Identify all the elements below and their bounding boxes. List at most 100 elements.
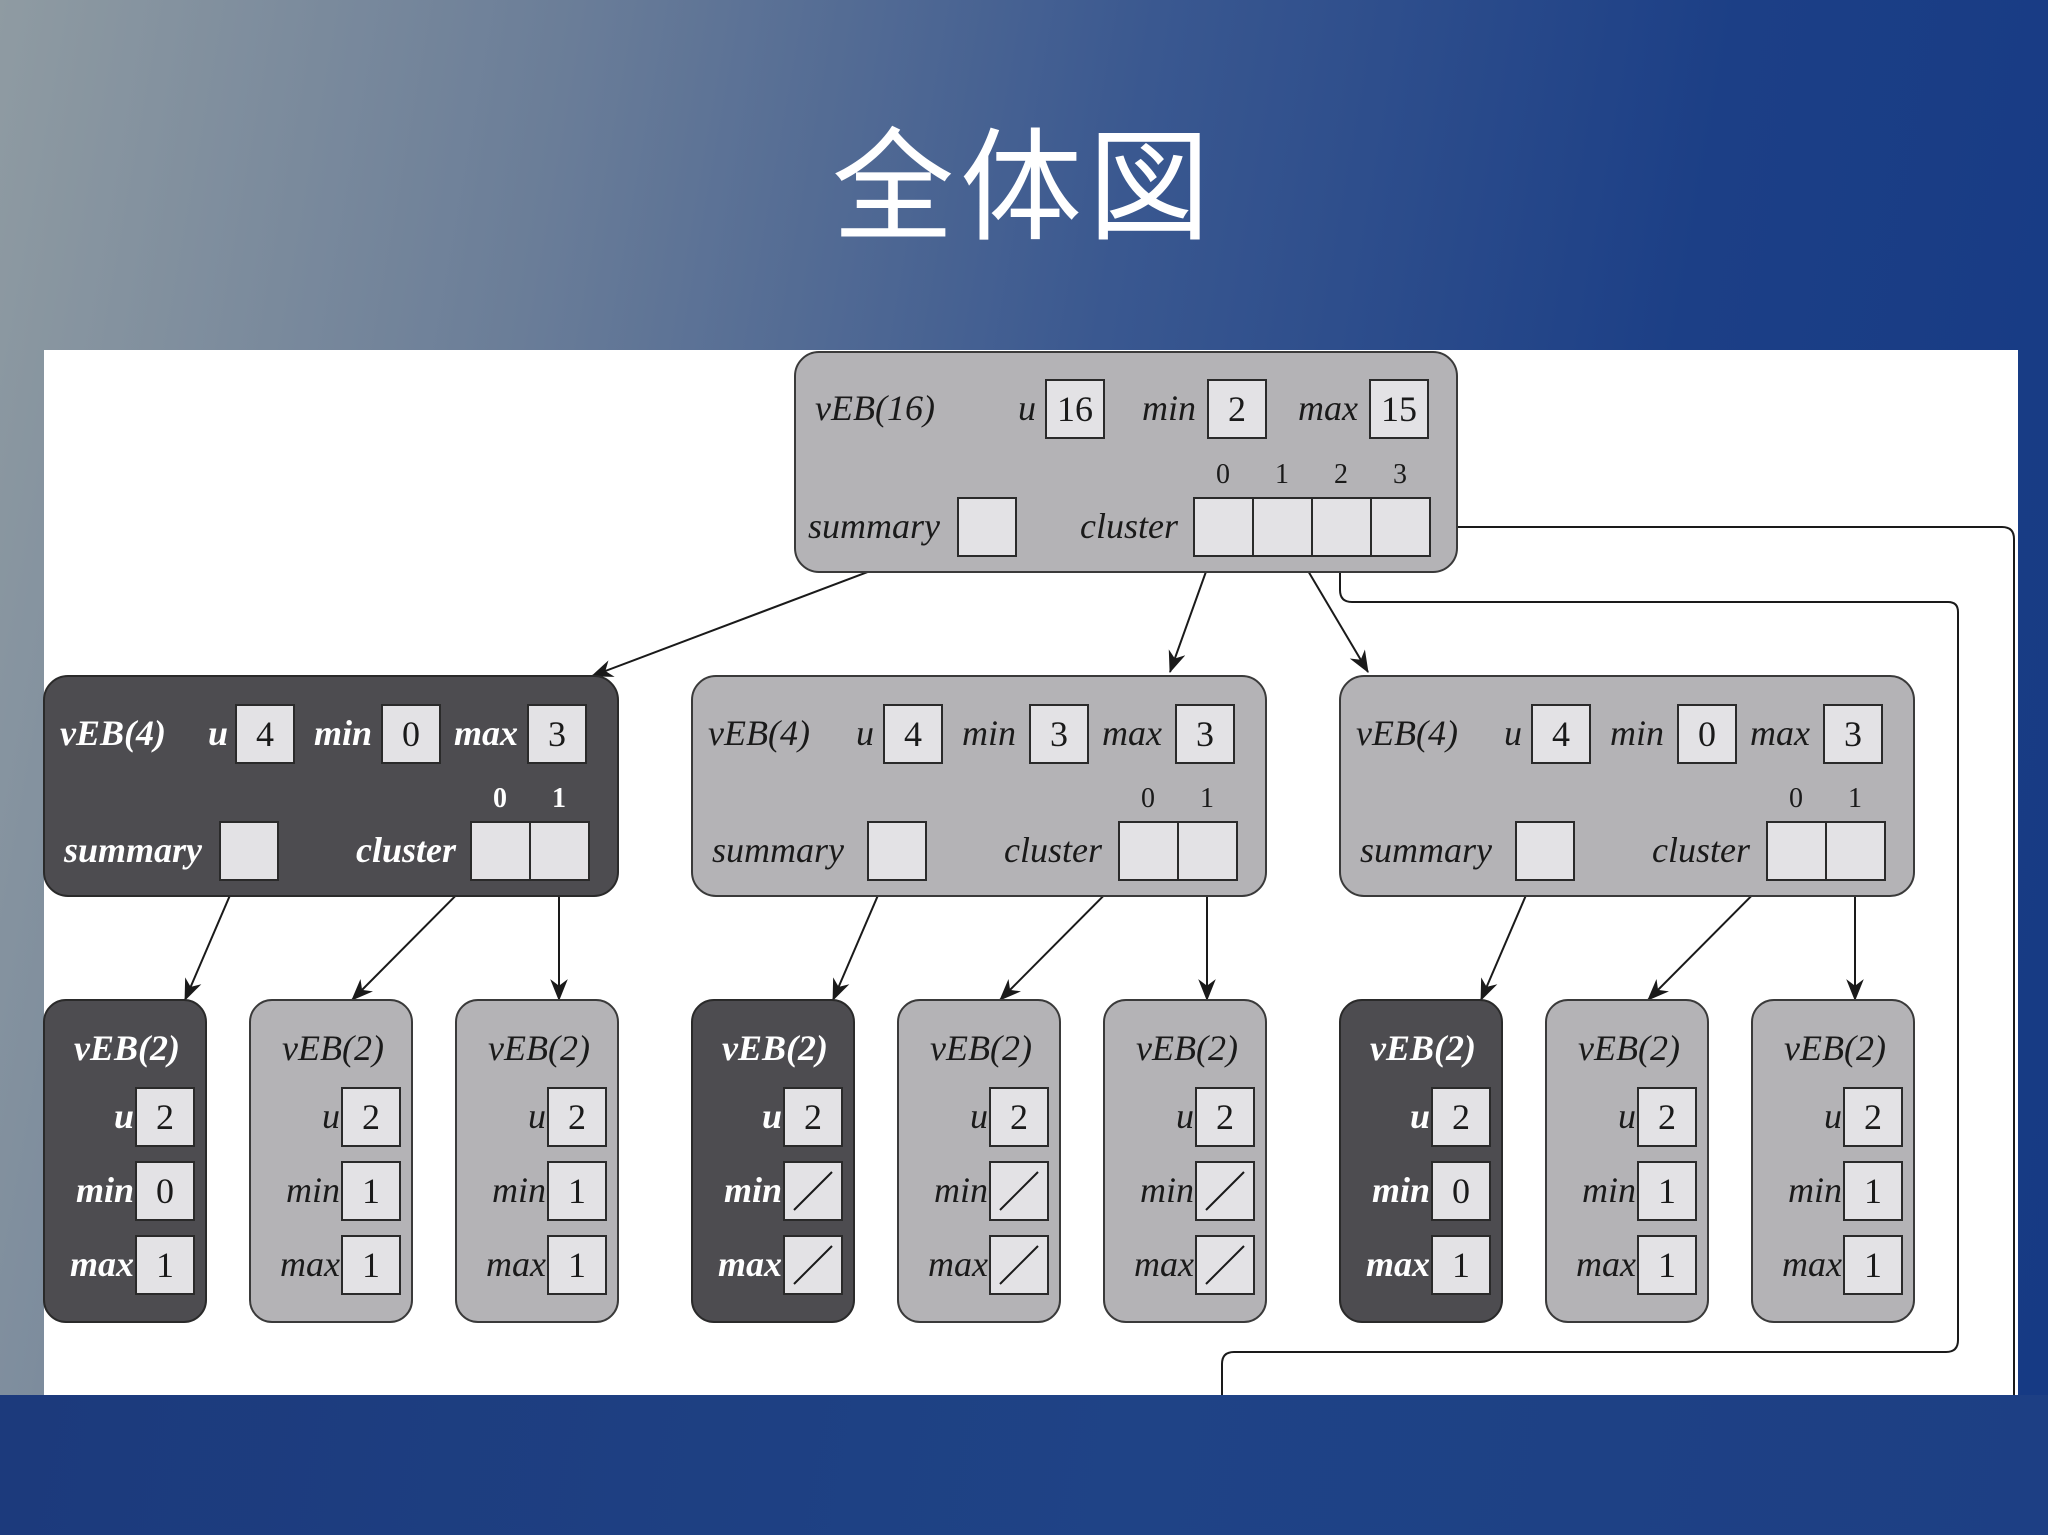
leaf-node-min-field-value: 1 bbox=[1658, 1171, 1676, 1211]
leaf-node-u-field-box bbox=[1637, 1087, 1697, 1147]
leaf-node-u-label: u bbox=[1176, 1096, 1194, 1136]
leaf-node-u-field-box bbox=[1431, 1087, 1491, 1147]
mid-node-summary-field-box bbox=[219, 821, 279, 881]
leaf-node-u-field: 2 bbox=[1637, 1087, 1697, 1147]
root-name: vEB(16) bbox=[815, 388, 935, 428]
leaf-node-min-label: min bbox=[1140, 1170, 1194, 1210]
leaf-node-min-field bbox=[783, 1161, 843, 1221]
root-max-field: 15 bbox=[1369, 379, 1429, 439]
leaf-node-u-field: 2 bbox=[547, 1087, 607, 1147]
leaf-node-min-field-box bbox=[1843, 1161, 1903, 1221]
leaf-node-u-field: 2 bbox=[989, 1087, 1049, 1147]
mid-node-cluster-slot-1-box bbox=[1177, 821, 1238, 881]
leaf-node-name: vEB(2) bbox=[1370, 1028, 1476, 1068]
leaf-node-max-field bbox=[1195, 1235, 1255, 1295]
mid-node-max-label: max bbox=[454, 713, 518, 753]
root-cluster-slot-0 bbox=[1193, 497, 1254, 557]
mid-node-max-label: max bbox=[1750, 713, 1810, 753]
root-min-field: 2 bbox=[1207, 379, 1267, 439]
leaf-node-max-label: max bbox=[928, 1244, 988, 1284]
mid-node-min-field-value: 0 bbox=[402, 714, 420, 754]
mid-node-cluster-label: cluster bbox=[1004, 830, 1103, 870]
leaf-node-name: vEB(2) bbox=[1578, 1028, 1680, 1068]
leaf-node-min-label: min bbox=[76, 1170, 134, 1210]
leaf-node-min-field: 1 bbox=[547, 1161, 607, 1221]
leaf-node-min-field-value: 0 bbox=[156, 1171, 174, 1211]
mid-node-cluster-slot-0-box bbox=[1766, 821, 1827, 881]
mid-node-cluster-slot-1 bbox=[1177, 821, 1238, 881]
mid-node-cluster-slot-0-box bbox=[1118, 821, 1179, 881]
leaf-node-u-label: u bbox=[322, 1096, 340, 1136]
leaf-node-u-field: 2 bbox=[341, 1087, 401, 1147]
leaf-node-u-field: 2 bbox=[1195, 1087, 1255, 1147]
mid-node-summary-field bbox=[1515, 821, 1575, 881]
leaf-node-max-label: max bbox=[1782, 1244, 1842, 1284]
leaf-node-max-label: max bbox=[280, 1244, 340, 1284]
leaf-node-min-field-nil-slash bbox=[793, 1171, 833, 1211]
mid-node-name: vEB(4) bbox=[1356, 713, 1458, 753]
leaf-node-u-field-box bbox=[135, 1087, 195, 1147]
leaf-node-min-field-value: 1 bbox=[568, 1171, 586, 1211]
leaf-node-u-field: 2 bbox=[135, 1087, 195, 1147]
leaf-node-max-label: max bbox=[1366, 1244, 1430, 1284]
leaf-node-max-field bbox=[783, 1235, 843, 1295]
root-cluster-slot-1-box bbox=[1252, 497, 1313, 557]
mid-node-u-field-value: 4 bbox=[1552, 714, 1570, 754]
leaf-node-u-field-value: 2 bbox=[1216, 1097, 1234, 1137]
leaf-node-max-label: max bbox=[486, 1244, 546, 1284]
leaf-node-min-field: 1 bbox=[341, 1161, 401, 1221]
leaf-node-min-field-nil-slash bbox=[999, 1171, 1039, 1211]
mid-node-min-field-box bbox=[1029, 704, 1089, 764]
leaf-node-min-field: 0 bbox=[135, 1161, 195, 1221]
leaf-node-min-label: min bbox=[286, 1170, 340, 1210]
leaf-node-u-field-value: 2 bbox=[804, 1097, 822, 1137]
leaf-node-u-field: 2 bbox=[783, 1087, 843, 1147]
leaf-node-min-field-nil-slash bbox=[1205, 1171, 1245, 1211]
root-cluster-slot-3 bbox=[1370, 497, 1431, 557]
leaf-node-u-label: u bbox=[1824, 1096, 1842, 1136]
root-cluster-index-2: 2 bbox=[1334, 459, 1348, 490]
leaf-node-u-field: 2 bbox=[1843, 1087, 1903, 1147]
mid-node-cluster-slot-1-box bbox=[529, 821, 590, 881]
mid-node-min-field-value: 3 bbox=[1050, 714, 1068, 754]
leaf-node-u-field-value: 2 bbox=[362, 1097, 380, 1137]
leaf-node-max-field bbox=[989, 1235, 1049, 1295]
leaf-node-u-field-box bbox=[341, 1087, 401, 1147]
leaf-node-max-field: 1 bbox=[547, 1235, 607, 1295]
leaf-node-u-field-value: 2 bbox=[1864, 1097, 1882, 1137]
mid-node-cluster-index-0: 0 bbox=[1789, 783, 1803, 814]
mid-node-min-label: min bbox=[1610, 713, 1664, 753]
mid-node-cluster-slot-0 bbox=[1118, 821, 1179, 881]
leaf-node-min-field-box bbox=[341, 1161, 401, 1221]
root-cluster-slot-1 bbox=[1252, 497, 1313, 557]
leaf-node-max-field-box bbox=[1195, 1235, 1255, 1295]
mid-node-cluster-index-1: 1 bbox=[552, 783, 566, 814]
leaf-node-min-field: 1 bbox=[1843, 1161, 1903, 1221]
mid-node-min-field-box bbox=[1677, 704, 1737, 764]
leaf-node-name: vEB(2) bbox=[282, 1028, 384, 1068]
root-summary-field-box bbox=[957, 497, 1017, 557]
root-summary-label: summary bbox=[808, 506, 940, 546]
slide-title: 全体図 bbox=[832, 117, 1216, 259]
leaf-node-max-field-nil-slash bbox=[999, 1245, 1039, 1285]
leaf-node-min-label: min bbox=[492, 1170, 546, 1210]
leaf-node-max-field-value: 1 bbox=[1452, 1245, 1470, 1285]
mid-node-u-field-value: 4 bbox=[256, 714, 274, 754]
leaf-node-u-field-box bbox=[989, 1087, 1049, 1147]
mid-node-cluster-index-1: 1 bbox=[1848, 783, 1862, 814]
leaf-node-u-label: u bbox=[528, 1096, 546, 1136]
mid-node-min-field: 0 bbox=[1677, 704, 1737, 764]
leaf-node-min-label: min bbox=[1582, 1170, 1636, 1210]
leaf-node-name: vEB(2) bbox=[74, 1028, 180, 1068]
mid-node-summary-label: summary bbox=[63, 830, 203, 870]
leaf-node-max-field: 1 bbox=[1431, 1235, 1491, 1295]
leaf-node-u-field: 2 bbox=[1431, 1087, 1491, 1147]
leaf-node-max-field-value: 1 bbox=[568, 1245, 586, 1285]
leaf-node-max-field-box bbox=[135, 1235, 195, 1295]
